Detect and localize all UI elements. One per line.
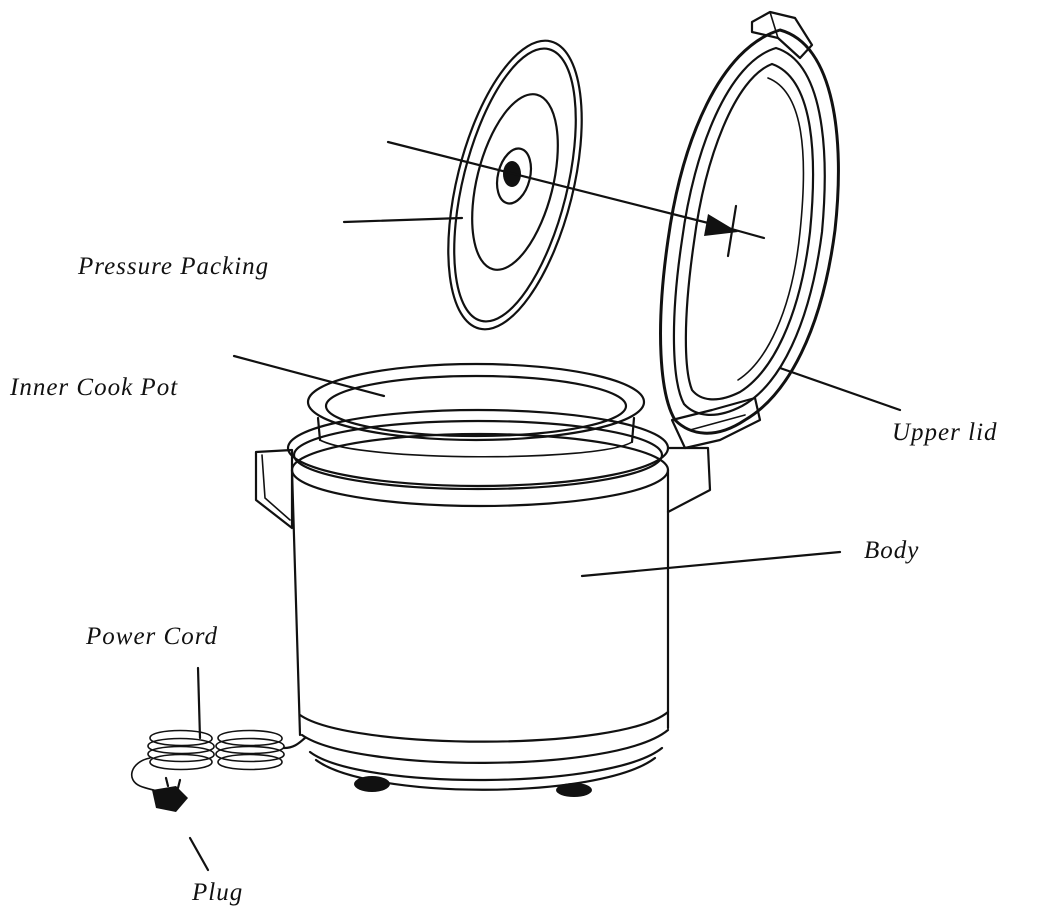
inner-cook-pot-drawing [306, 362, 646, 458]
label-plug: Plug [191, 879, 243, 906]
upper-lid-drawing [659, 10, 840, 450]
leader-lines [188, 140, 902, 872]
power-cord-drawing [130, 729, 307, 812]
label-body: Body [864, 537, 919, 564]
label-inner-cook-pot: Inner Cook Pot [9, 374, 178, 401]
label-upper-lid: Upper lid [892, 419, 998, 446]
label-power-cord: Power Cord [85, 623, 218, 650]
body-drawing [254, 408, 712, 797]
label-pressure-packing: Pressure Packing [77, 253, 269, 280]
pressure-packing-drawing [447, 39, 583, 331]
